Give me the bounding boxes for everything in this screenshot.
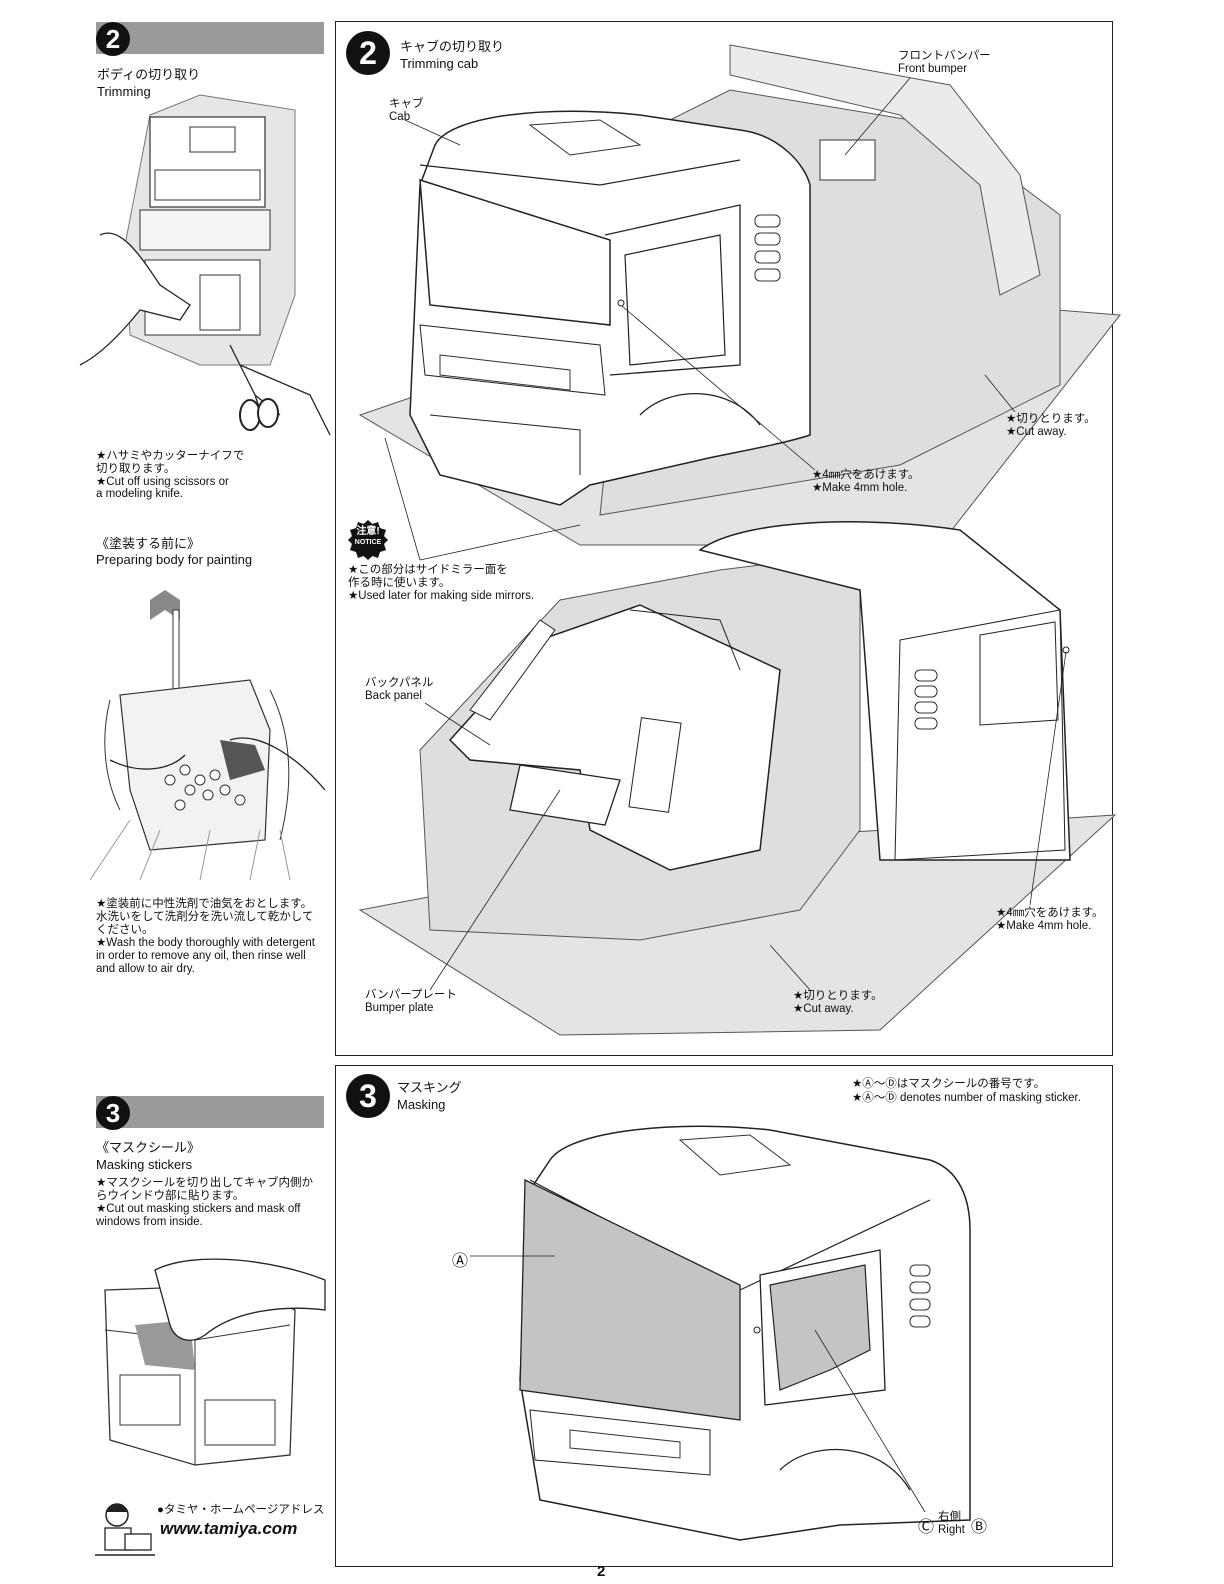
masking-note-en1: ★Cut out masking stickers and mask off — [96, 1203, 301, 1215]
bumper-plate-label-jp: バンパープレート — [365, 989, 457, 1001]
masking-note-numbers-jp: ★Ⓐ～Ⓓはマスクシールの番号です。 — [852, 1078, 1046, 1090]
mirror-note-jp2: 作る時に使います。 — [348, 577, 451, 589]
scissors-note-jp2: 切り取ります。 — [96, 463, 176, 475]
hole-label-en: ★Make 4mm hole. — [812, 482, 908, 494]
tamiya-url[interactable]: www.tamiya.com — [160, 1519, 298, 1538]
washing-illustration — [89, 590, 326, 881]
painting-title-jp: 《塗装する前に》 — [96, 536, 201, 551]
cut-away-label-jp: ★切りとります。 — [1006, 413, 1096, 425]
sticker-b-label: Ⓑ — [971, 1519, 988, 1536]
page-number: 2 — [597, 1563, 606, 1580]
cab-masking-drawing — [519, 1125, 971, 1541]
wash-jp3: ください。 — [96, 924, 154, 936]
trimming-title-jp: ボディの切り取り — [97, 67, 201, 82]
masking-stickers-title-en: Masking stickers — [96, 1157, 193, 1172]
step2-bar — [96, 22, 324, 54]
sticker-a-label: Ⓐ — [452, 1253, 469, 1270]
painting-title-en: Preparing body for painting — [96, 552, 253, 567]
right-side-label-en: Right — [938, 1524, 965, 1536]
step3-bar — [96, 1096, 324, 1128]
mirror-note-jp1: ★この部分はサイドミラー面を — [348, 564, 508, 576]
masking-note-numbers-en: ★Ⓐ～Ⓓ denotes number of masking sticker. — [852, 1092, 1081, 1104]
panel2-number: 2 — [346, 31, 390, 75]
trimming-cab-title-jp: キャブの切り取り — [400, 39, 505, 54]
front-bumper-label-en: Front bumper — [898, 63, 968, 75]
notice-en: NOTICE — [354, 539, 382, 546]
masking-title-en: Masking — [397, 1097, 446, 1112]
sticker-c-label: Ⓒ — [918, 1519, 935, 1536]
step3-number: 3 — [96, 1096, 130, 1130]
notice-jp: 注意! — [356, 526, 380, 537]
mirror-note-en: ★Used later for making side mirrors. — [348, 590, 535, 602]
back-panel-label-en: Back panel — [365, 690, 422, 702]
masking-note-en2: windows from inside. — [96, 1216, 203, 1228]
scissors-note-en1: ★Cut off using scissors or — [96, 476, 229, 488]
scissors-note-jp1: ★ハサミやカッターナイフで — [96, 450, 245, 462]
hole2-label-en: ★Make 4mm hole. — [996, 920, 1092, 932]
trimming-illustration — [79, 94, 331, 436]
step2-number: 2 — [96, 22, 130, 56]
cut-away-label-en: ★Cut away. — [1006, 426, 1067, 438]
front-bumper-label-jp: フロントバンパー — [898, 50, 991, 62]
hole-label-jp: ★4㎜穴をあけます。 — [812, 469, 920, 481]
masking-note-jp2: らウインドウ部に貼ります。 — [96, 1190, 245, 1202]
homepage-label-jp: ●タミヤ・ホームページアドレス — [157, 1504, 325, 1516]
masking-stickers-title-jp: 《マスクシール》 — [96, 1140, 201, 1155]
hole2-label-jp: ★4㎜穴をあけます。 — [996, 907, 1104, 919]
cab-label-jp: キャブ — [389, 98, 424, 110]
trimming-title-en: Trimming — [97, 84, 151, 99]
panel3-number: 3 — [346, 1074, 390, 1118]
wash-jp2: 水洗いをして洗剤分を洗い流して乾かして — [96, 911, 314, 923]
cab-label-en: Cab — [389, 111, 411, 123]
wash-jp1: ★塗装前に中性洗剤で油気をおとします。 — [96, 898, 313, 910]
wash-en1: ★Wash the body thoroughly with detergent — [96, 937, 315, 949]
masking-illustration — [104, 1258, 326, 1466]
right-side-label-jp: 右側 — [938, 1511, 961, 1523]
back-panel-label-jp: バックパネル — [365, 677, 434, 689]
scissors-note-en2: a modeling knife. — [96, 488, 183, 500]
wash-en2: in order to remove any oil, then rinse w… — [96, 950, 306, 962]
cab-rear-view-drawing — [358, 521, 1117, 1036]
masking-title-jp: マスキング — [397, 1080, 462, 1095]
wash-en3: and allow to air dry. — [96, 963, 195, 975]
masking-note-jp1: ★マスクシールを切り出してキャブ内側か — [96, 1177, 313, 1189]
mascot-icon — [95, 1503, 155, 1556]
cut-away2-label-en: ★Cut away. — [793, 1003, 854, 1015]
trimming-cab-title-en: Trimming cab — [400, 56, 479, 71]
bumper-plate-label-en: Bumper plate — [365, 1002, 434, 1014]
cut-away2-label-jp: ★切りとります。 — [793, 990, 883, 1002]
cab-front-view-drawing — [358, 44, 1121, 546]
